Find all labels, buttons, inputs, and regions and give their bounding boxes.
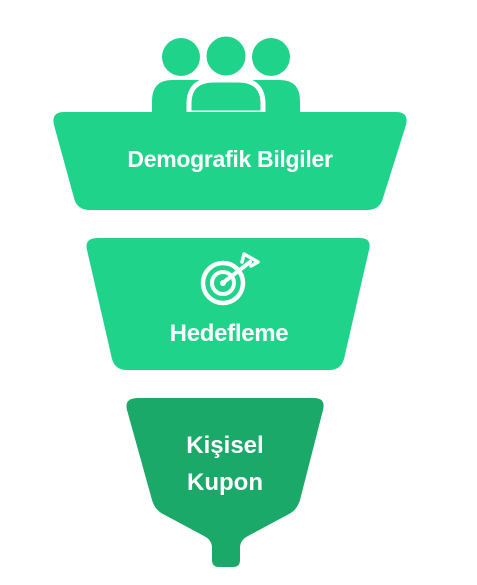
stage-label-line: Kupon [187,469,263,496]
target-arrow-icon [200,252,260,306]
people-group-icon [152,31,300,116]
funnel-stage-demographics [53,112,407,210]
funnel-stage-personal-coupon [126,398,324,567]
stage-label-targeting: Hedefleme [169,320,289,347]
stage-label-personal-coupon: Kişisel Kupon [124,427,326,501]
stage-label-line: Kişisel [186,432,264,459]
stage-label-demographics: Demografik Bilgiler [127,146,333,172]
